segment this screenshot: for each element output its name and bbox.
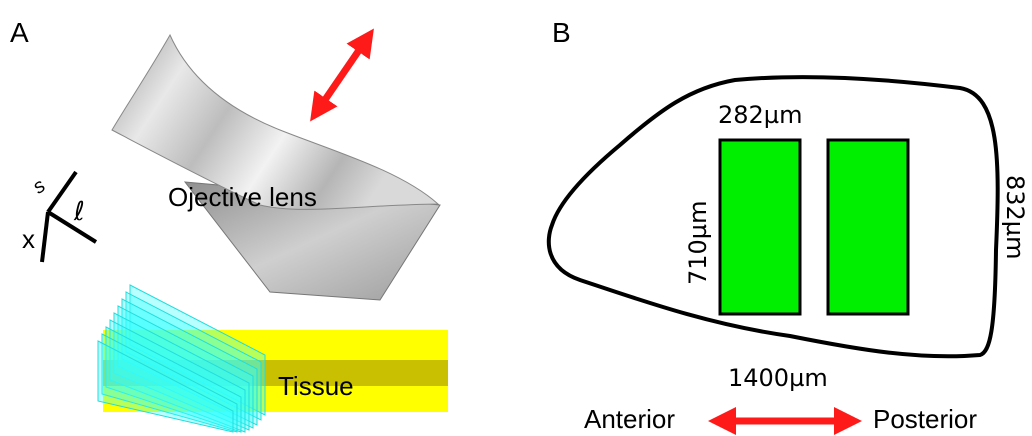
lens-label: Ojective lens [168, 182, 317, 212]
anterior-label: Anterior [584, 404, 675, 434]
axis-x-label: x [22, 224, 35, 254]
tissue-block: Tissue [103, 330, 448, 412]
imaging-planes [97, 284, 266, 433]
panel-b-label: B [552, 17, 571, 48]
axis-s-label: s [29, 175, 50, 199]
objective-lens: Ojective lens [111, 33, 441, 301]
posterior-label: Posterior [873, 404, 977, 434]
outline-height-label: 832µm [1001, 175, 1029, 259]
tissue-outline [546, 75, 1000, 359]
region-height-label: 710µm [684, 201, 712, 285]
imaging-region-left [718, 138, 802, 316]
panel-a-label: A [10, 17, 29, 48]
scan-direction-arrow [310, 28, 374, 122]
axis-l-label: ℓ [73, 197, 85, 227]
region-width-label: 282µm [718, 101, 802, 129]
panel-b: B 282µm 710µm 832µm 1400µm Anterior Post… [546, 17, 1029, 435]
outline-width-label: 1400µm [728, 364, 828, 392]
panel-a: A Ojective lens s ℓ x Tissue [10, 17, 448, 433]
imaging-region-right [826, 138, 910, 316]
tissue-label: Tissue [278, 371, 354, 401]
axis-indicator: s ℓ x [22, 170, 98, 263]
